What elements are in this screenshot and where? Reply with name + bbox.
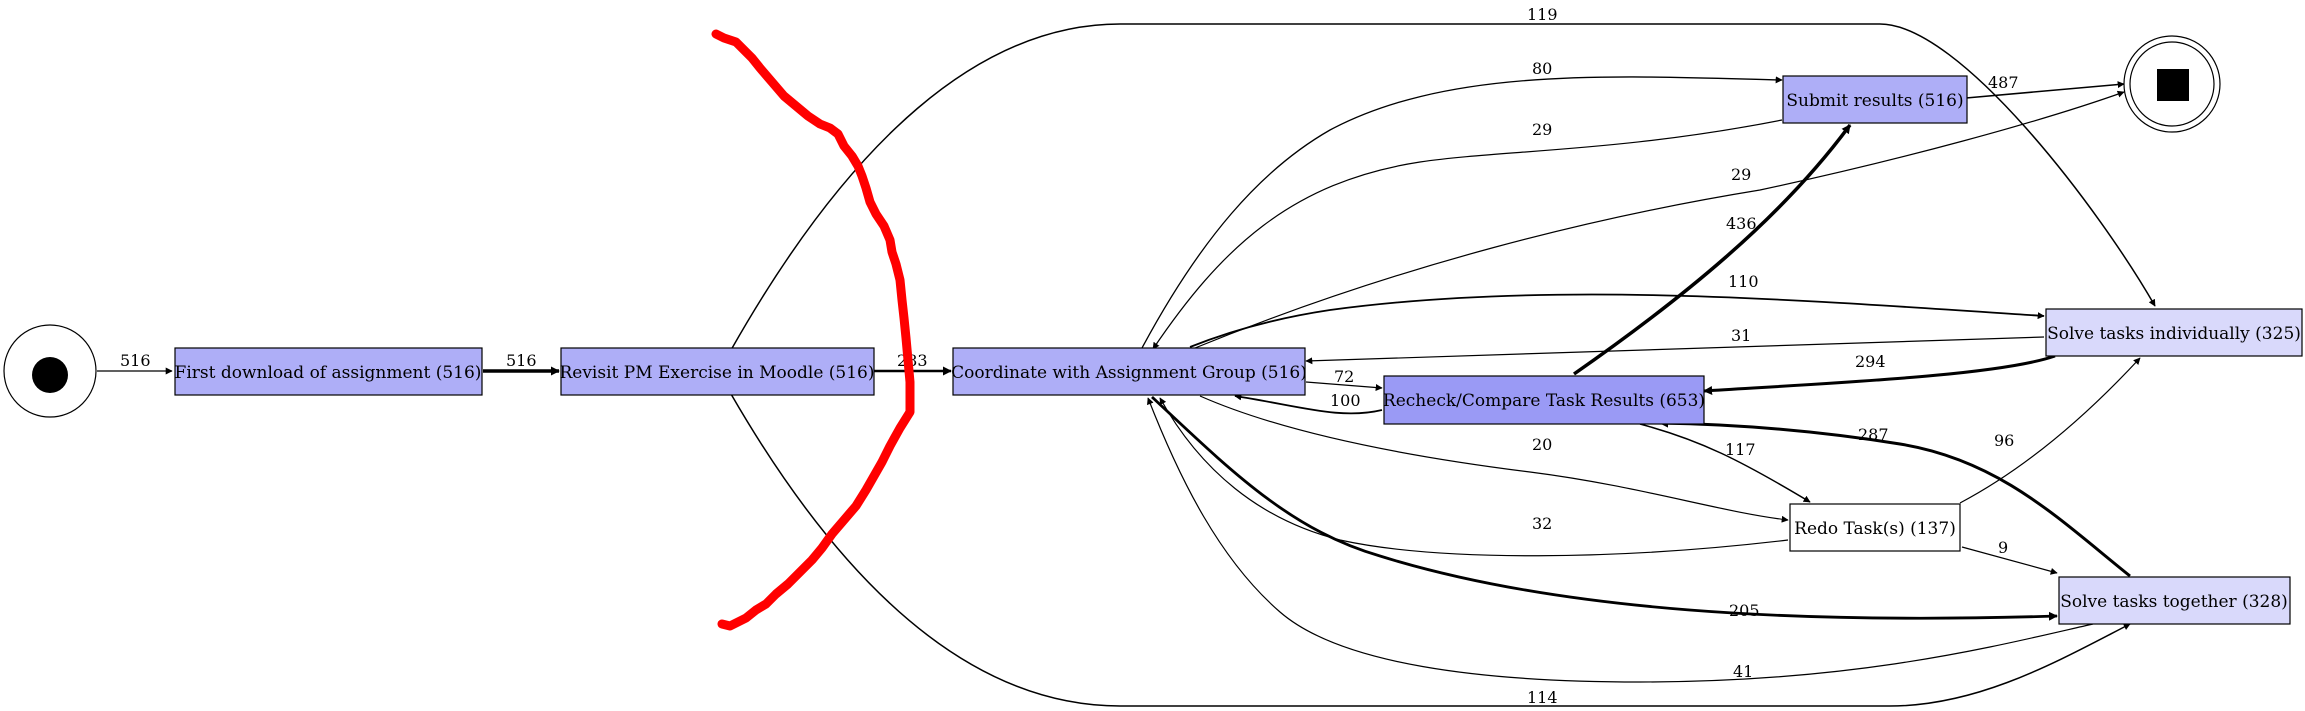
filled-square-icon	[2157, 69, 2189, 101]
edge-labels: 516 516 283 119 114 80 29 29 487 436 110…	[120, 5, 2019, 707]
edge-submit-end	[1965, 81, 2125, 99]
activity-node-submit: Submit results (516)	[1782, 75, 1968, 124]
activity-node-first-download: First download of assignment (516)	[174, 347, 483, 396]
activity-label: Revisit PM Exercise in Moodle (516)	[559, 363, 874, 383]
edge-label: 20	[1532, 435, 1552, 454]
edge-coordinate-recheck	[1305, 381, 1383, 391]
activity-label: First download of assignment (516)	[175, 363, 482, 383]
edge-label: 117	[1725, 440, 1756, 459]
edge-label: 205	[1729, 601, 1760, 620]
red-freehand-stroke	[711, 29, 915, 631]
edge-revisit-solveind	[730, 23, 2156, 351]
filled-circle-icon	[32, 357, 68, 393]
edge-redo-coordinate	[1159, 397, 1789, 557]
edge-submit-coordinate	[1152, 119, 1783, 350]
edge-label: 114	[1527, 688, 1558, 707]
edge-label: 31	[1731, 326, 1751, 345]
edge-label: 516	[506, 351, 537, 370]
activity-node-recheck: Recheck/Compare Task Results (653)	[1383, 375, 1705, 425]
edge-redo-solveind	[1959, 357, 2141, 504]
edge-solvetog-recheck	[1659, 418, 2131, 578]
edge-recheck-submit	[1572, 123, 1852, 376]
edge-label: 29	[1532, 120, 1552, 139]
activity-node-solve-together: Solve tasks together (328)	[2058, 576, 2291, 625]
activity-label: Solve tasks together (328)	[2060, 592, 2288, 612]
edge-label: 80	[1532, 59, 1552, 78]
edge-coordinate-submit	[1141, 76, 1783, 349]
edge-coordinate-solvetog	[1151, 395, 2058, 621]
edge-label: 29	[1731, 165, 1751, 184]
edge-label: 436	[1726, 214, 1757, 233]
edge-label: 100	[1330, 391, 1361, 410]
edge-label: 110	[1728, 272, 1759, 291]
activity-label: Submit results (516)	[1786, 91, 1963, 111]
edge-label: 72	[1334, 367, 1354, 386]
activity-label: Solve tasks individually (325)	[2047, 324, 2301, 344]
activity-label: Redo Task(s) (137)	[1794, 519, 1956, 539]
edge-label: 294	[1855, 352, 1886, 371]
edge-label: 41	[1733, 662, 1753, 681]
edge-coordinate-redo	[1199, 395, 1789, 523]
edge-solveind-coordinate	[1305, 336, 2045, 365]
end-event	[2123, 35, 2221, 133]
edge-solveind-recheck	[1703, 354, 2056, 395]
start-event	[3, 324, 97, 418]
edge-label: 487	[1988, 73, 2019, 92]
edge-label: 9	[1998, 538, 2008, 557]
edge-label: 287	[1858, 425, 1889, 444]
activity-node-revisit-pm: Revisit PM Exercise in Moodle (516)	[559, 347, 875, 396]
activity-node-solve-individually: Solve tasks individually (325)	[2045, 308, 2303, 357]
edge-coordinate-solveind	[1189, 293, 2045, 348]
edge-coordinate-end	[1189, 90, 2125, 351]
activity-label: Coordinate with Assignment Group (516)	[951, 363, 1307, 383]
edge-solvetog-coordinate	[1147, 397, 2094, 683]
edge-label: 119	[1527, 5, 1558, 24]
edge-revisit-solvetog	[730, 393, 2131, 707]
activity-label: Recheck/Compare Task Results (653)	[1383, 391, 1705, 411]
edge-label: 516	[120, 351, 151, 370]
edge-label: 96	[1994, 431, 2014, 450]
edge-label: 32	[1532, 514, 1552, 533]
activity-node-coordinate: Coordinate with Assignment Group (516)	[951, 347, 1307, 396]
edge-recheck-redo	[1639, 423, 1811, 503]
edge-redo-solvetog	[1961, 546, 2058, 575]
edges	[97, 23, 2156, 707]
activity-node-redo: Redo Task(s) (137)	[1789, 503, 1961, 552]
edge-recheck-coordinate	[1234, 393, 1383, 415]
